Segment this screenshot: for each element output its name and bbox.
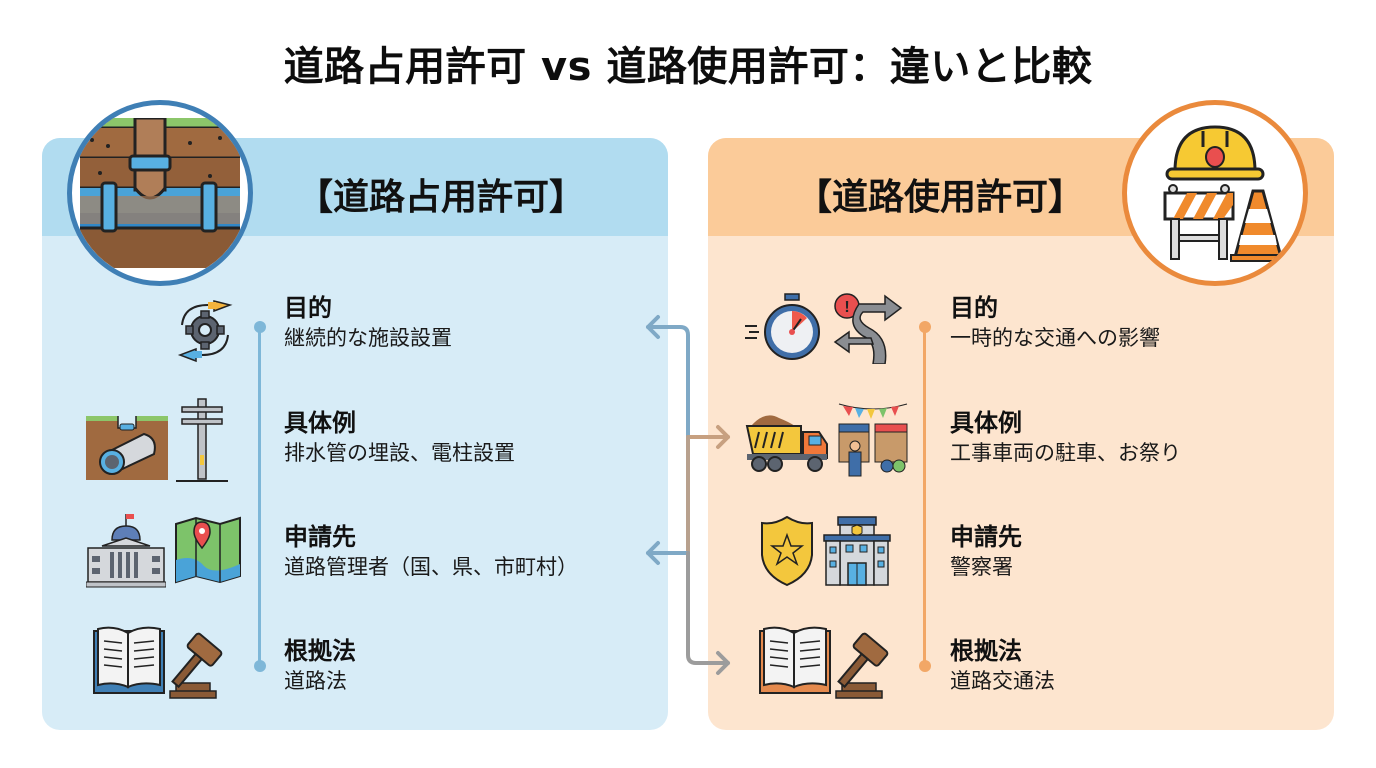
item-value: 継続的な施設設置 xyxy=(284,326,452,350)
police-badge-icon xyxy=(761,515,813,587)
detour-road-icon: ! xyxy=(833,293,903,364)
right-applicant-icons xyxy=(760,515,892,587)
police-station-icon xyxy=(823,516,891,586)
government-building-icon xyxy=(86,514,166,588)
construction-hardhat-barrier-cone-icon xyxy=(1122,100,1308,286)
svg-text:!: ! xyxy=(844,299,849,316)
timeline-dot xyxy=(919,660,931,672)
right-purpose-icons: ! xyxy=(745,292,903,364)
gear-cycle-icon xyxy=(177,300,233,363)
right-item-examples: 具体例 工事車両の駐車、お祭り xyxy=(950,408,1181,468)
stopwatch-icon xyxy=(745,293,820,360)
item-label: 申請先 xyxy=(284,523,356,551)
item-value: 道路交通法 xyxy=(950,669,1055,693)
underground-pipe-icon xyxy=(67,100,253,286)
right-timeline xyxy=(923,327,926,665)
timeline-dot xyxy=(919,321,931,333)
map-pin-icon xyxy=(175,516,241,584)
timeline-dot xyxy=(254,660,266,672)
right-law-icons xyxy=(758,625,898,700)
festival-stall-icon xyxy=(838,403,908,477)
left-item-purpose: 目的 継続的な施設設置 xyxy=(284,293,452,353)
panel-heading: 【道路占用許可】 xyxy=(297,177,586,218)
left-item-examples: 具体例 排水管の埋設、電柱設置 xyxy=(284,408,515,468)
item-value: 道路管理者（国、県、市町村） xyxy=(284,555,578,579)
item-value: 工事車両の駐車、お祭り xyxy=(950,441,1181,465)
utility-pole-icon xyxy=(176,398,228,482)
item-label: 具体例 xyxy=(284,409,356,437)
item-label: 申請先 xyxy=(950,523,1022,551)
dump-truck-icon xyxy=(745,415,828,472)
timeline-dot xyxy=(254,321,266,333)
item-value: 排水管の埋設、電柱設置 xyxy=(284,441,515,465)
law-book-gavel-icon xyxy=(759,626,889,699)
item-label: 具体例 xyxy=(950,409,1022,437)
item-value: 道路法 xyxy=(284,669,347,693)
left-examples-icons xyxy=(86,395,228,485)
left-purpose-icons xyxy=(170,295,240,365)
right-item-applicant: 申請先 警察署 xyxy=(950,522,1022,582)
left-timeline xyxy=(258,327,261,665)
item-value: 一時的な交通への影響 xyxy=(950,326,1160,350)
item-label: 根拠法 xyxy=(284,637,356,665)
panel-heading: 【道路使用許可】 xyxy=(796,177,1085,218)
right-item-law: 根拠法 道路交通法 xyxy=(950,636,1055,696)
law-book-gavel-icon xyxy=(93,626,223,699)
item-value: 警察署 xyxy=(950,555,1013,579)
left-applicant-icons xyxy=(86,512,242,588)
right-item-purpose: 目的 一時的な交通への影響 xyxy=(950,293,1160,353)
left-item-law: 根拠法 道路法 xyxy=(284,636,356,696)
item-label: 目的 xyxy=(950,294,998,322)
left-law-icons xyxy=(92,625,232,700)
right-examples-icons xyxy=(745,400,909,478)
buried-pipe-icon xyxy=(86,415,168,480)
page-title: 道路占用許可 vs 道路使用許可：違いと比較 xyxy=(283,44,1093,90)
item-label: 根拠法 xyxy=(950,637,1022,665)
item-label: 目的 xyxy=(284,294,332,322)
left-item-applicant: 申請先 道路管理者（国、県、市町村） xyxy=(284,522,578,582)
